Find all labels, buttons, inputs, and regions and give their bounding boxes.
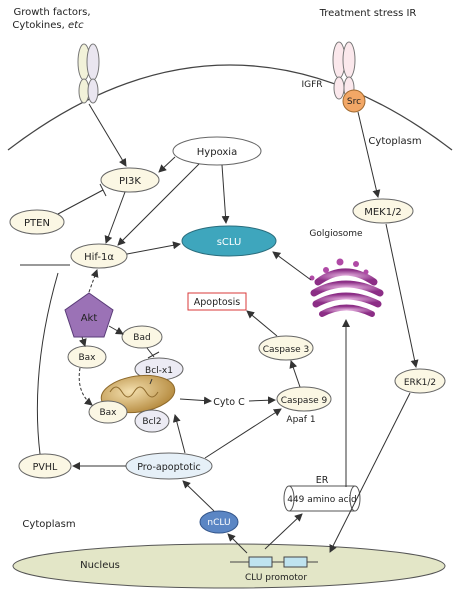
hif-label: Hif-1α [84, 252, 114, 263]
proapoptotic-label: Pro-apoptotic [137, 462, 201, 473]
nclu-node [199, 510, 239, 534]
connectors [20, 103, 419, 554]
bax-upper-label: Bax [78, 353, 96, 363]
hif-node [70, 243, 128, 269]
bax-lower-node [88, 400, 128, 424]
nucleus [12, 543, 446, 589]
bclx1-label: Bcl-x1 [145, 366, 173, 376]
pvhl-node [18, 453, 72, 479]
apoptosis-label: Apoptosis [194, 297, 240, 308]
bad-label: Bad [133, 333, 150, 343]
cytoplasm-bottom-label: Cytoplasm [22, 519, 75, 530]
pi3k-label: PI3K [119, 176, 141, 187]
bax-lower-label: Bax [99, 408, 117, 418]
er-label: ER [316, 475, 329, 486]
pten-label: PTEN [24, 218, 50, 229]
er-cylinder [283, 485, 361, 512]
erk-node [394, 368, 446, 394]
growth-factor-receptor [77, 43, 100, 104]
cytokines-label: Cytokines, etc [12, 20, 84, 31]
erk-label: ERK1/2 [404, 378, 436, 388]
bcl2-label: Bcl2 [142, 417, 161, 427]
growth-factors-label: Growth factors, [13, 7, 90, 18]
bax-upper-node [67, 345, 107, 369]
nclu-label: nCLU [207, 518, 230, 528]
caspase9-label: Caspase 9 [281, 396, 328, 406]
caspase3-node [258, 335, 314, 361]
cytoc-label: Cyto C [213, 397, 245, 408]
cytoplasm-top-label: Cytoplasm [368, 136, 421, 147]
apaf-label: Apaf 1 [286, 415, 315, 425]
akt-label: Akt [81, 313, 98, 324]
mek-label: MEK1/2 [364, 207, 402, 218]
caspase9-node [276, 386, 332, 412]
hypoxia-label: Hypoxia [197, 147, 237, 158]
bcl2-node [134, 409, 170, 433]
nucleus-label: Nucleus [80, 560, 120, 571]
apoptosis-box [187, 292, 247, 311]
cell-membrane [7, 64, 453, 151]
pi3k-node [100, 167, 160, 193]
clu-promotor-label: CLU promotor [245, 573, 307, 583]
treatment-stress-label: Treatment stress IR [319, 8, 417, 19]
akt-node [64, 292, 114, 338]
pvhl-label: PVHL [33, 462, 58, 473]
sclu-label: sCLU [217, 237, 242, 248]
igfr-label: IGFR [301, 80, 322, 90]
golgiosome-label: Golgiosome [309, 229, 363, 239]
hypoxia-node [172, 136, 262, 166]
src-node [342, 89, 366, 113]
sclu-node [181, 225, 277, 257]
pten-node [9, 209, 65, 235]
bad-node [121, 325, 163, 349]
golgi-icon [309, 258, 384, 317]
caspase3-label: Caspase 3 [263, 345, 310, 355]
amino-acid-label: 449 amino acid [287, 495, 357, 505]
clu-gene [230, 556, 318, 568]
mek-node [352, 198, 414, 224]
src-label: Src [347, 97, 361, 107]
